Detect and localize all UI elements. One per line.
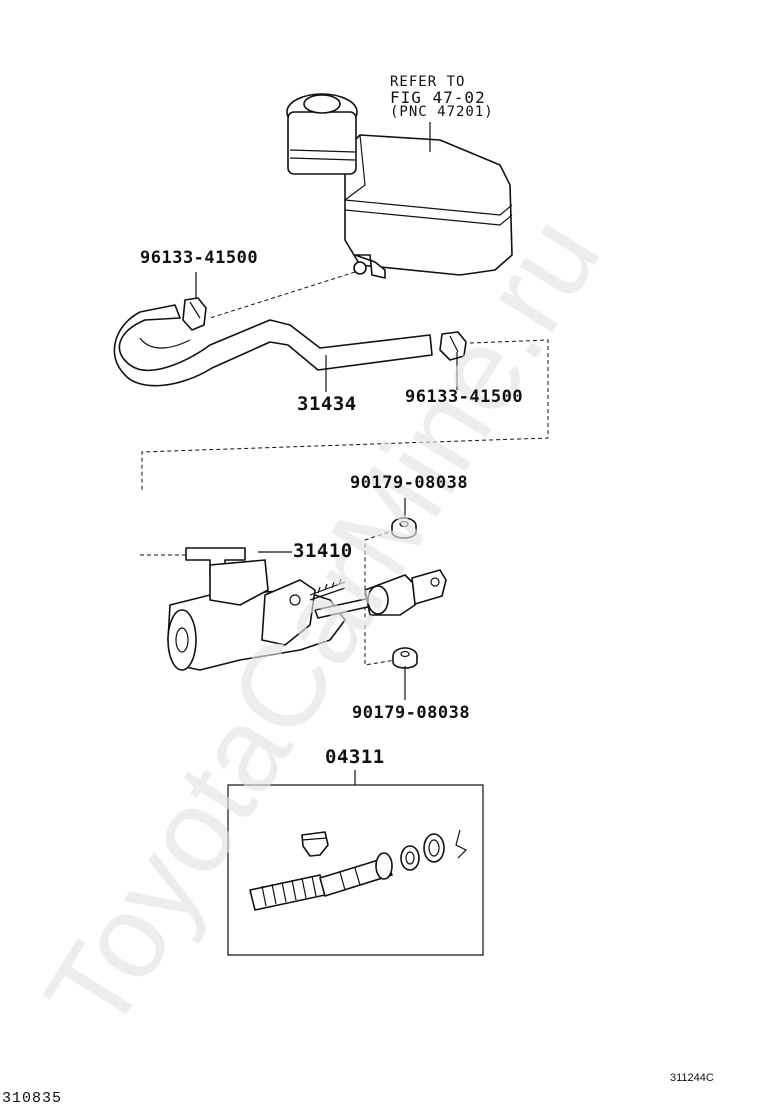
label-master-cylinder[interactable]: 31410: [293, 540, 353, 562]
kit-piston-spring[interactable]: [249, 852, 393, 911]
grommet-top[interactable]: [391, 517, 417, 539]
page-code: 310835: [2, 1090, 63, 1107]
label-clip-top[interactable]: 96133-41500: [140, 248, 259, 268]
refer-line-2: FIG 47-02: [390, 88, 486, 107]
dash-reservoir-to-clip: [209, 271, 356, 319]
hose-clip-right[interactable]: [439, 331, 467, 361]
reservoir-hose[interactable]: [113, 304, 433, 387]
label-clip-right[interactable]: 96133-41500: [405, 387, 524, 407]
refer-line-1: REFER TO: [390, 74, 466, 90]
label-kit[interactable]: 04311: [325, 746, 385, 768]
label-grommet-top[interactable]: 90179-08038: [350, 473, 469, 493]
label-grommet-bottom[interactable]: 90179-08038: [352, 703, 471, 723]
dash-grommet-bottom: [364, 625, 396, 666]
dash-right-loop: [141, 339, 549, 490]
refer-line-3: (PNC 47201): [390, 104, 494, 120]
hose-clip-left[interactable]: [182, 297, 207, 331]
kit-clip[interactable]: [455, 829, 468, 859]
ref-code: 311244C: [670, 1072, 714, 1084]
grommet-bottom[interactable]: [392, 647, 418, 669]
kit-washer[interactable]: [400, 845, 420, 871]
kit-plug[interactable]: [301, 831, 329, 857]
reservoir-tank[interactable]: [286, 93, 513, 279]
kit-snap-ring[interactable]: [423, 833, 445, 863]
refer-label: REFER TO FIG 47-02 (PNC 47201): [390, 75, 494, 120]
master-cylinder[interactable]: [167, 547, 447, 671]
label-hose[interactable]: 31434: [297, 393, 357, 415]
